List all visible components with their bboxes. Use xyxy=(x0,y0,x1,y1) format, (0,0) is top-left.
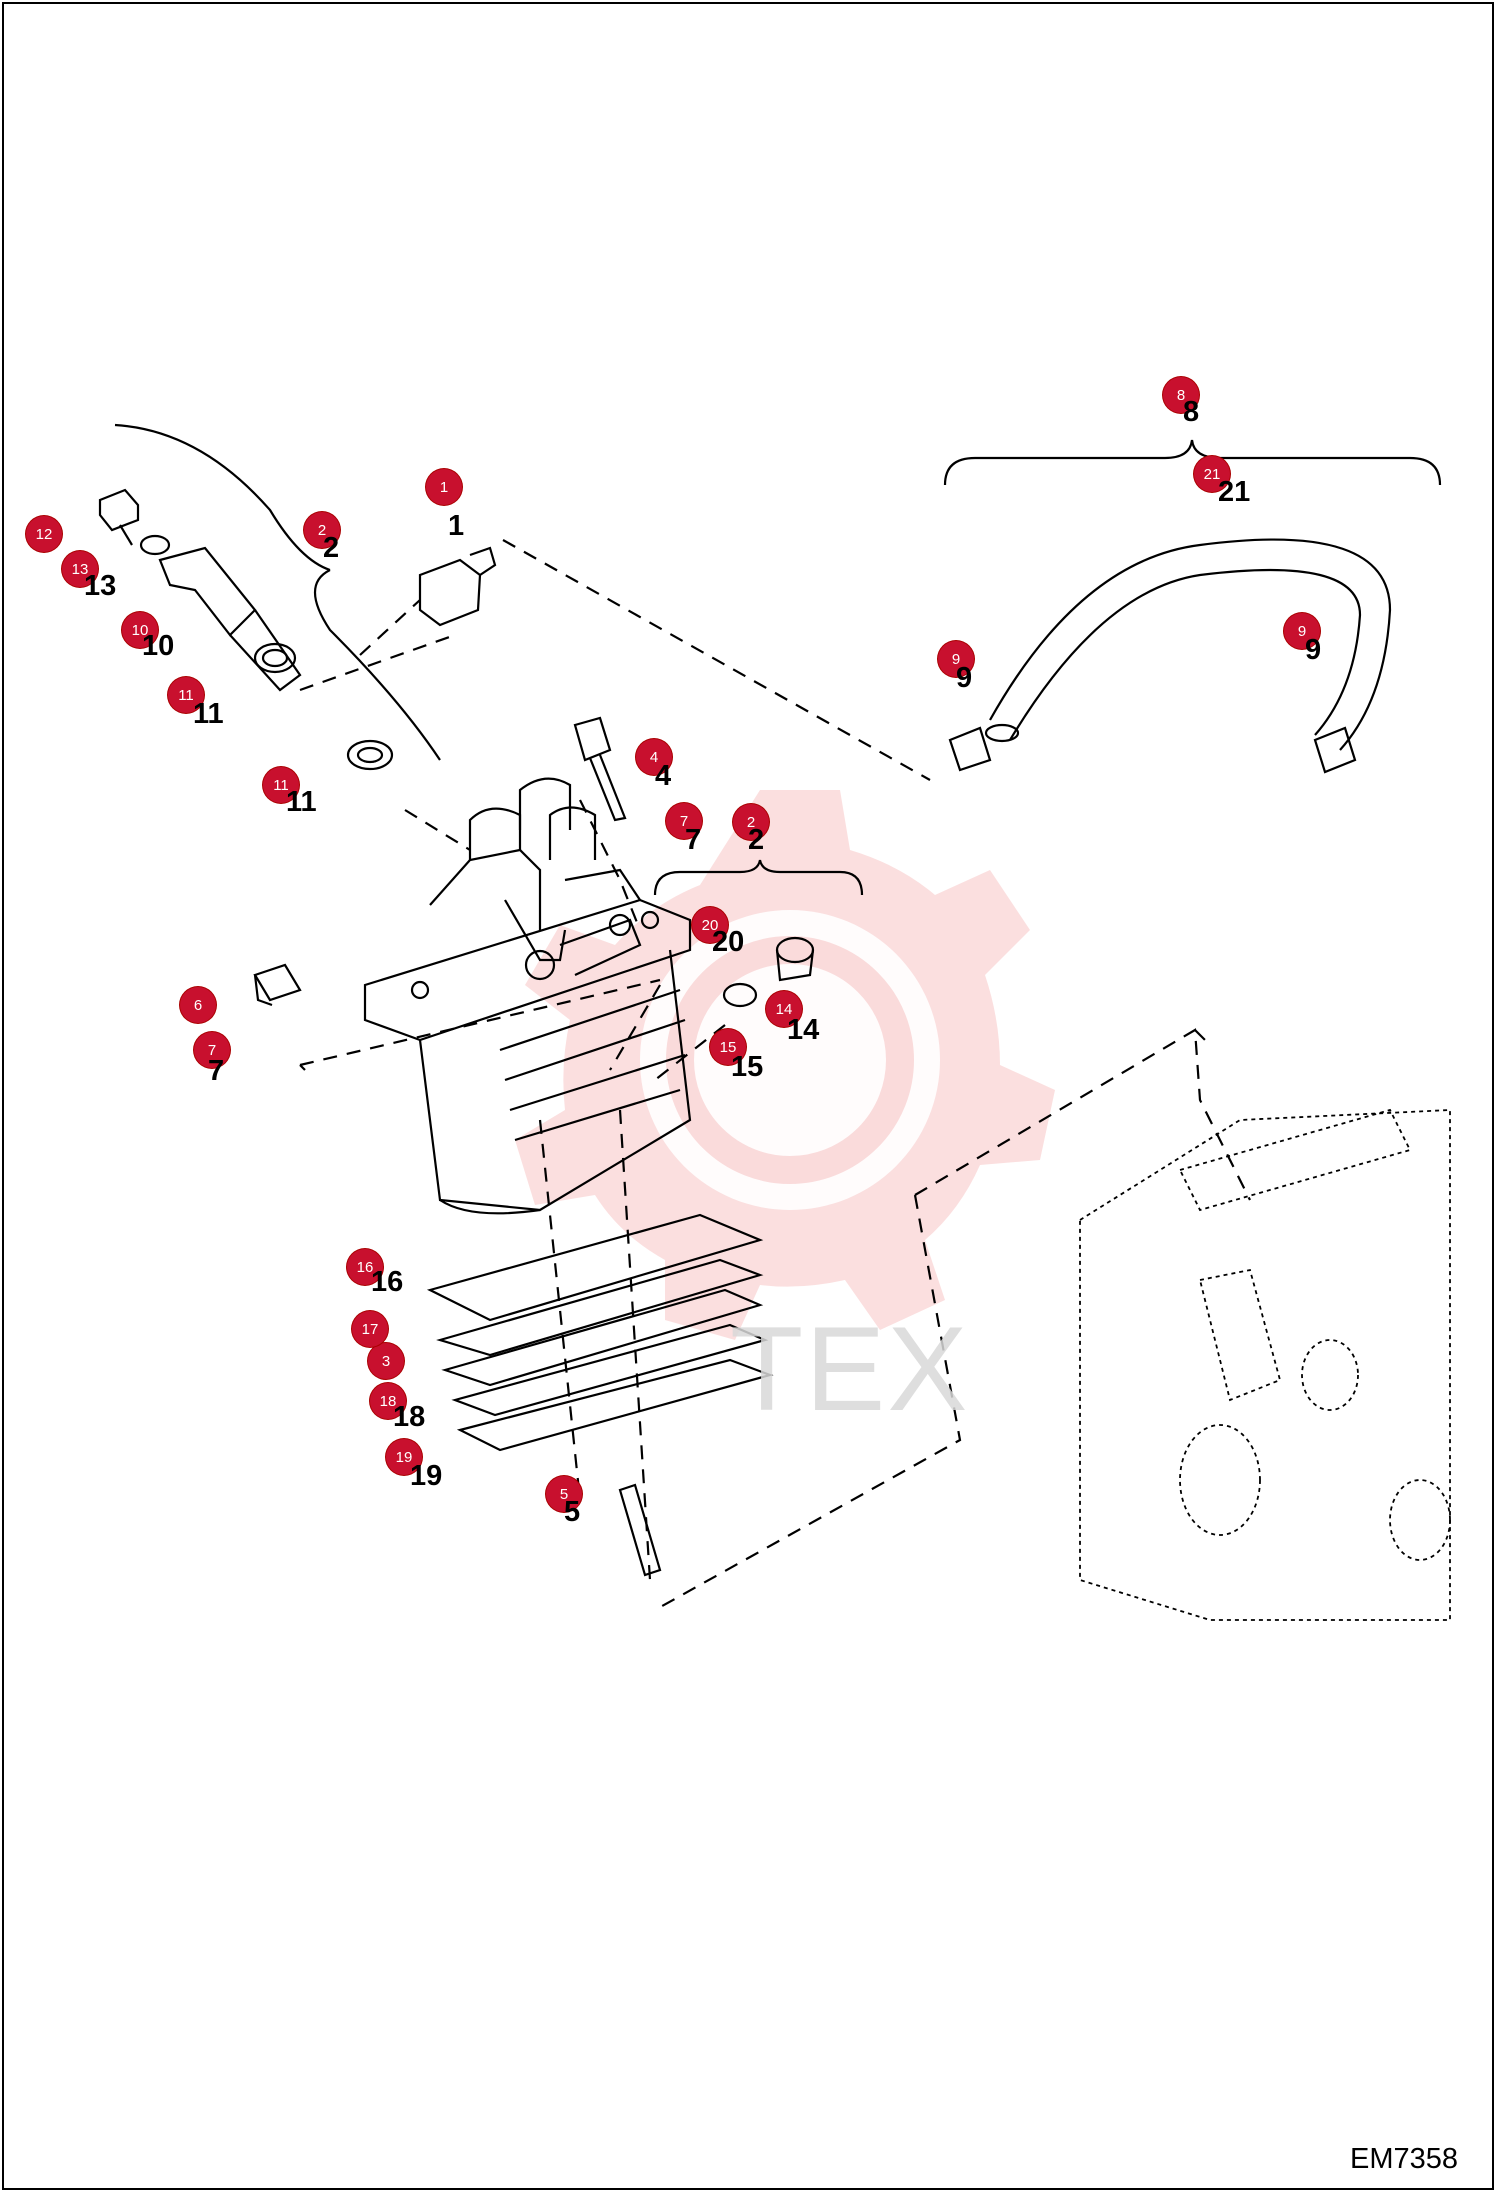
callout-7[interactable]: 7 xyxy=(194,1032,230,1068)
callout-14[interactable]: 14 xyxy=(766,991,802,1027)
label-9: 9 xyxy=(1305,634,1322,666)
label-5: 5 xyxy=(564,1496,581,1528)
callout-12[interactable]: 12 xyxy=(26,516,62,552)
callout-9[interactable]: 9 xyxy=(1284,613,1320,649)
watermark-text: TEX xyxy=(730,1302,970,1436)
bracket-2-upper xyxy=(114,423,441,761)
callout-9[interactable]: 9 xyxy=(938,641,974,677)
callout-1[interactable]: 1 xyxy=(426,469,462,505)
callout-21[interactable]: 21 xyxy=(1194,456,1230,492)
bracket-2-lower xyxy=(653,859,864,896)
cap-6 xyxy=(253,963,302,1007)
stud-5 xyxy=(618,1483,662,1577)
bolt-4 xyxy=(573,716,627,822)
callout-5[interactable]: 5 xyxy=(546,1476,582,1512)
callout-17[interactable]: 17 xyxy=(352,1311,388,1347)
injection-pump xyxy=(363,777,692,1215)
label-13: 13 xyxy=(84,570,117,602)
label-1: 1 xyxy=(448,510,465,542)
label-2: 2 xyxy=(323,532,340,564)
callout-7[interactable]: 7 xyxy=(666,803,702,839)
callout-11[interactable]: 11 xyxy=(168,677,204,713)
label-21: 21 xyxy=(1218,476,1251,508)
washer-11 xyxy=(346,739,394,771)
banjo-bolt-assembly xyxy=(98,488,302,692)
label-7: 7 xyxy=(685,824,702,856)
label-19: 19 xyxy=(410,1460,443,1492)
callout-20[interactable]: 20 xyxy=(692,907,728,943)
callout-19[interactable]: 19 xyxy=(386,1439,422,1475)
callout-13[interactable]: 13 xyxy=(62,551,98,587)
label-11: 11 xyxy=(286,786,317,818)
label-20: 20 xyxy=(712,926,745,958)
callout-18[interactable]: 18 xyxy=(370,1383,406,1419)
label-2: 2 xyxy=(748,824,765,856)
label-11: 11 xyxy=(193,698,224,730)
washer-15 xyxy=(722,982,758,1008)
callout-2[interactable]: 2 xyxy=(733,804,769,840)
fitting-1 xyxy=(418,546,497,627)
callout-15[interactable]: 15 xyxy=(710,1029,746,1065)
label-18: 18 xyxy=(393,1401,426,1433)
callout-16[interactable]: 16 xyxy=(347,1249,383,1285)
label-16: 16 xyxy=(371,1266,404,1298)
bracket-21 xyxy=(943,439,1442,486)
figure-code: EM7358 xyxy=(1349,2143,1458,2175)
label-14: 14 xyxy=(787,1014,820,1046)
callout-2[interactable]: 2 xyxy=(304,512,340,548)
gasket-stack xyxy=(426,1213,774,1452)
fuel-hose xyxy=(948,538,1392,774)
label-9: 9 xyxy=(956,662,973,694)
callout-8[interactable]: 8 xyxy=(1163,377,1199,413)
callout-11[interactable]: 11 xyxy=(263,767,299,803)
label-15: 15 xyxy=(731,1051,764,1083)
callout-6[interactable]: 6 xyxy=(180,987,216,1023)
label-8: 8 xyxy=(1183,396,1200,428)
callout-4[interactable]: 4 xyxy=(636,739,672,775)
engine-block xyxy=(1079,1108,1451,1621)
callout-3[interactable]: 3 xyxy=(368,1343,404,1379)
label-10: 10 xyxy=(142,630,175,662)
callout-10[interactable]: 10 xyxy=(122,612,158,648)
label-4: 4 xyxy=(655,760,672,792)
label-7: 7 xyxy=(208,1055,225,1087)
plug-14 xyxy=(775,936,815,982)
